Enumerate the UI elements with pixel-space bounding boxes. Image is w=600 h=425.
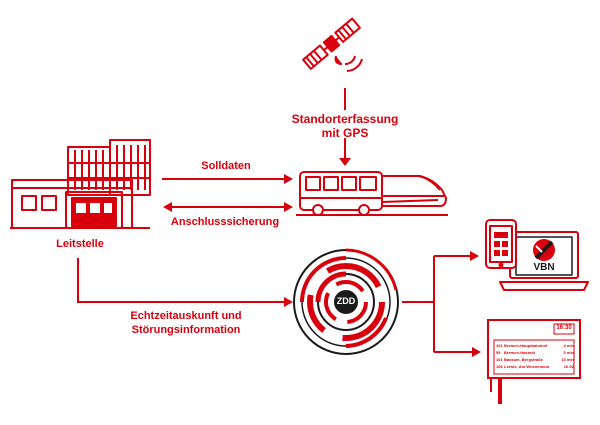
anschluss-label: Anschlusssicherung — [170, 216, 280, 228]
bus-and-train-icon — [296, 171, 448, 216]
departure-row: 106 Leeste, Am Westermoor 16:52 — [496, 364, 574, 369]
standort-label-line1: Standorterfassung — [291, 112, 399, 126]
leitstelle-label: Leitstelle — [56, 238, 104, 250]
solldaten-arrowhead — [284, 174, 293, 184]
leitstelle-to-zdd-arrowhead — [284, 297, 293, 307]
departure-display-icon — [487, 319, 581, 404]
gps-arrowhead — [339, 158, 351, 166]
standort-label-line2: mit GPS — [321, 126, 369, 140]
smartphone-and-laptop-icon — [485, 219, 589, 291]
departure-row: 101 Bassum, Bergstraße 15 min — [496, 357, 574, 362]
zdd-label: ZDD — [336, 296, 356, 306]
satellite-icon — [302, 17, 363, 72]
departure-board-time: 16:30 — [556, 325, 572, 331]
building-icon — [10, 139, 151, 229]
anschluss-arrowhead-right — [284, 202, 293, 212]
echtzeit-label-line2: Störungsinformation — [131, 324, 241, 336]
solldaten-label: Solldaten — [201, 160, 251, 172]
vbn-logo — [533, 239, 555, 261]
branch-to-display-arrowhead — [472, 347, 481, 357]
departure-row: 101 Bremen-Hauptbahnhof 4 min — [496, 343, 574, 348]
leitstelle-to-zdd-line — [77, 258, 286, 303]
departure-board-rows: 101 Bremen-Hauptbahnhof 4 min 55 Bremen-… — [496, 342, 574, 370]
anschluss-arrowhead-left — [163, 202, 172, 212]
echtzeit-label-line1: Echtzeitauskunft und — [130, 310, 242, 322]
vbn-label: VBN — [533, 262, 555, 273]
departure-row: 55 Bremen-Hastedt 5 min — [496, 350, 574, 355]
branch-to-devices-arrowhead — [470, 251, 479, 261]
zdd-data-center-icon — [293, 248, 399, 355]
